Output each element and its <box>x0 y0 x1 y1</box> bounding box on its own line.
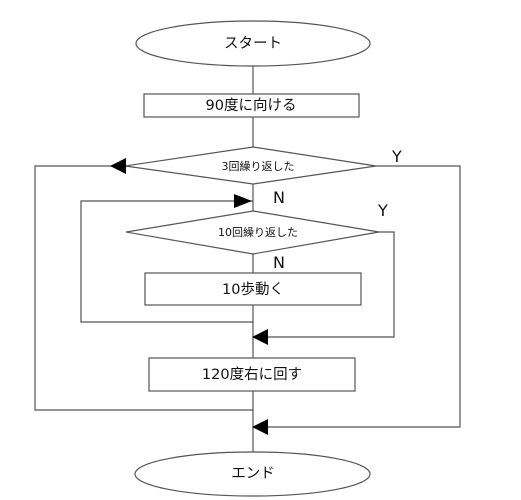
turn120-label: 120度右に回す <box>202 366 302 383</box>
arrow-into-join <box>252 329 268 345</box>
arrow-into-loop10 <box>234 194 252 208</box>
face90-label: 90度に向ける <box>206 97 297 114</box>
outer-no-label: N <box>273 188 285 207</box>
arrow-into-end-join <box>252 419 268 435</box>
outer-yes-label: Y <box>391 147 402 166</box>
move10-process <box>144 272 362 306</box>
end-terminal <box>134 451 371 497</box>
start-terminal <box>135 20 371 67</box>
line-inner-loopback <box>80 200 253 323</box>
arrow-into-loop3 <box>110 158 126 174</box>
connectors <box>34 66 461 452</box>
line-outer-yes-exit <box>253 165 461 428</box>
inner-yes-label: Y <box>377 201 388 220</box>
turn120-process <box>148 357 356 392</box>
line-inner-yes-exit <box>253 231 395 338</box>
loop10-label: 10回繰り返した <box>218 225 298 239</box>
loop3-decision <box>124 146 377 185</box>
inner-no-label: N <box>273 253 285 272</box>
loop10-decision <box>125 210 380 255</box>
line-outer-loopback <box>34 165 253 411</box>
move10-label: 10歩動く <box>222 281 284 298</box>
loop3-label: 3回繰り返した <box>222 159 295 173</box>
face90-process <box>143 93 360 118</box>
start-label: スタート <box>224 35 282 52</box>
end-label: エンド <box>231 466 275 482</box>
